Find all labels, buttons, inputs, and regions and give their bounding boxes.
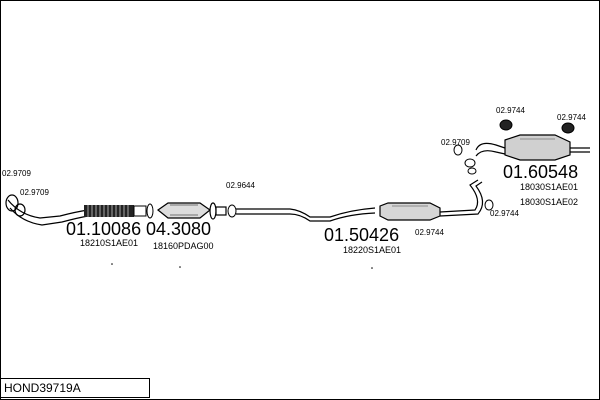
middle-oem: 18220S1AE01 <box>343 245 401 255</box>
front-ring-1-label: 02.9709 <box>2 169 31 178</box>
middle-ring-label: 02.9744 <box>415 228 444 237</box>
front-pipe-code: 01.10086 <box>66 219 141 239</box>
cat-gasket <box>227 204 237 218</box>
flex-section <box>84 203 154 219</box>
rear-ring-c-label: 02.9709 <box>441 138 470 147</box>
part-number: HOND39719A <box>4 381 81 395</box>
rear-oem-1: 18030S1AE01 <box>520 182 578 192</box>
rear-ring-d-label: 02.9744 <box>490 209 519 218</box>
rear-rings <box>453 119 575 211</box>
rear-ring-a-label: 02.9744 <box>496 106 525 115</box>
rear-ring-b-label: 02.9744 <box>557 113 586 122</box>
rear-silencer <box>475 134 590 161</box>
part-number-box: HOND39719A <box>0 378 150 398</box>
catalytic-converter <box>156 202 227 220</box>
middle-pipe <box>236 207 376 222</box>
front-pipe <box>5 194 89 226</box>
front-ring-2-label: 02.9709 <box>20 188 49 197</box>
reference-dots <box>111 263 373 269</box>
rear-code: 01.60548 <box>503 162 578 182</box>
rear-oem-2: 18030S1AE02 <box>520 197 578 207</box>
cat-code: 04.3080 <box>146 219 211 239</box>
cat-gasket-label: 02.9644 <box>226 181 255 190</box>
middle-code: 01.50426 <box>324 225 399 245</box>
cat-oem: 18160PDAG00 <box>153 241 214 251</box>
front-pipe-oem: 18210S1AE01 <box>80 238 138 248</box>
middle-silencer <box>379 179 484 221</box>
